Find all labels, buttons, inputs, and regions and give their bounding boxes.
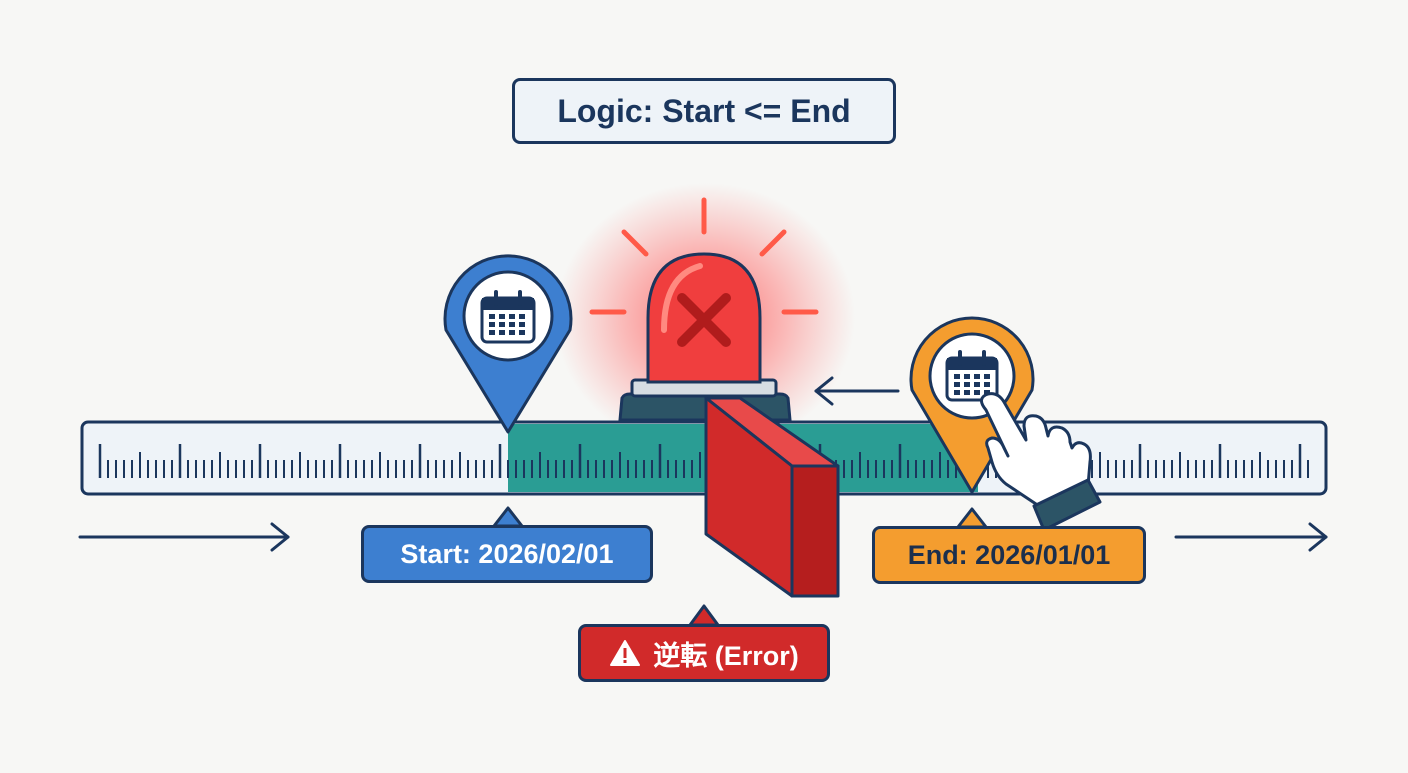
calendar-day-cell [489,330,495,335]
calendar-day-cell [964,390,970,395]
error-text: 逆転 (Error) [653,640,799,671]
error-badge: 逆転 (Error) [578,624,830,682]
calendar-day-cell [519,322,525,327]
calendar-day-cell [974,382,980,387]
calendar-day-cell [519,314,525,319]
calendar-icon [945,350,999,402]
reverse-arrow [814,376,900,406]
error-label-pointer [688,604,720,627]
logic-rule-label: Logic: Start <= End [512,78,896,144]
calendar-day-cell [964,374,970,379]
calendar-day-cell [499,314,505,319]
calendar-day-cell [489,322,495,327]
calendar-day-cell [509,330,515,335]
warning-icon [610,640,641,666]
calendar-day-cell [489,314,495,319]
calendar-day-cell [519,330,525,335]
left-flow-arrow [78,522,290,552]
calendar-day-cell [974,390,980,395]
end-label-pointer [956,507,988,529]
x-icon [677,293,731,347]
start-label-pointer [492,506,524,528]
calendar-day-cell [984,382,990,387]
start-pin [443,254,573,434]
right-flow-arrow [1174,522,1328,552]
calendar-day-cell [954,390,960,395]
start-date-label: Start: 2026/02/01 [361,525,653,583]
calendar-day-cell [974,374,980,379]
calendar-day-cell [964,382,970,387]
calendar-day-cell [499,330,505,335]
calendar-day-cell [954,374,960,379]
calendar-day-cell [984,390,990,395]
end-date-label: End: 2026/01/01 [872,526,1146,584]
hand-pointer-icon [980,392,1102,532]
error-block [704,396,840,598]
calendar-day-cell [509,314,515,319]
calendar-day-cell [509,322,515,327]
calendar-day-cell [499,322,505,327]
calendar-day-cell [984,374,990,379]
calendar-day-cell [954,382,960,387]
calendar-icon [480,290,536,344]
